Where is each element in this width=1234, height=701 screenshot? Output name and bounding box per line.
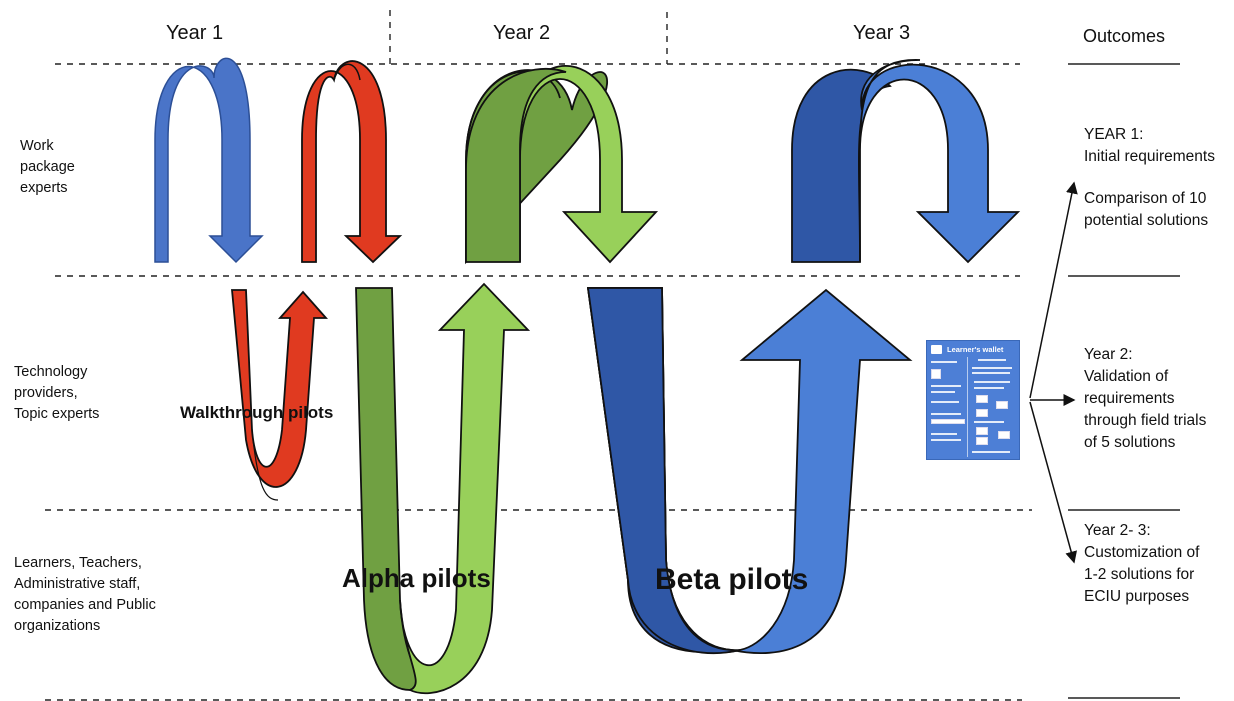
outcome-year1: YEAR 1: Initial requirements bbox=[1084, 126, 1215, 165]
outcome-year2: Year 2: Validation of requirements throu… bbox=[1084, 346, 1207, 451]
grid-lines bbox=[45, 10, 1180, 701]
outcome-connectors bbox=[1029, 181, 1078, 564]
year3-blue-arrow-top bbox=[791, 59, 1021, 264]
row-label-learners: Learners, Teachers, Administrative staff… bbox=[14, 555, 156, 635]
beta-pilots-label: Beta pilots bbox=[655, 563, 809, 596]
year1-red-arrow-top bbox=[301, 60, 403, 264]
alpha-green-arrow bbox=[355, 282, 531, 695]
outcome-year23: Year 2- 3: Customization of 1-2 solution… bbox=[1084, 522, 1200, 605]
walkthrough-pilots-label: Walkthrough pilots bbox=[180, 403, 334, 422]
wallet-content-pane bbox=[967, 357, 1016, 457]
wallet-sidebar bbox=[929, 357, 965, 457]
wallet-icon bbox=[931, 345, 942, 354]
walkthrough-red-arrow bbox=[231, 289, 328, 501]
alpha-pilots-label: Alpha pilots bbox=[342, 563, 491, 593]
learners-wallet-thumbnail: Learner's wallet bbox=[926, 340, 1020, 460]
wallet-title: Learner's wallet bbox=[947, 345, 1004, 354]
outcome-year1-detail: Comparison of 10 potential solutions bbox=[1084, 190, 1209, 229]
year1-blue-arrow bbox=[154, 57, 264, 264]
header-year3: Year 3 bbox=[853, 22, 911, 44]
header-year2: Year 2 bbox=[493, 22, 551, 44]
connector-year1 bbox=[1029, 181, 1078, 399]
beta-blue-arrow bbox=[586, 287, 913, 655]
row-label-technology: Technology providers, Topic experts bbox=[14, 364, 100, 423]
row-label-work-package: Work package experts bbox=[20, 138, 75, 197]
header-outcomes: Outcomes bbox=[1083, 26, 1166, 46]
connector-year23 bbox=[1029, 401, 1078, 564]
year2-green-arrow-top bbox=[465, 65, 659, 265]
header-year1: Year 1 bbox=[166, 22, 224, 44]
